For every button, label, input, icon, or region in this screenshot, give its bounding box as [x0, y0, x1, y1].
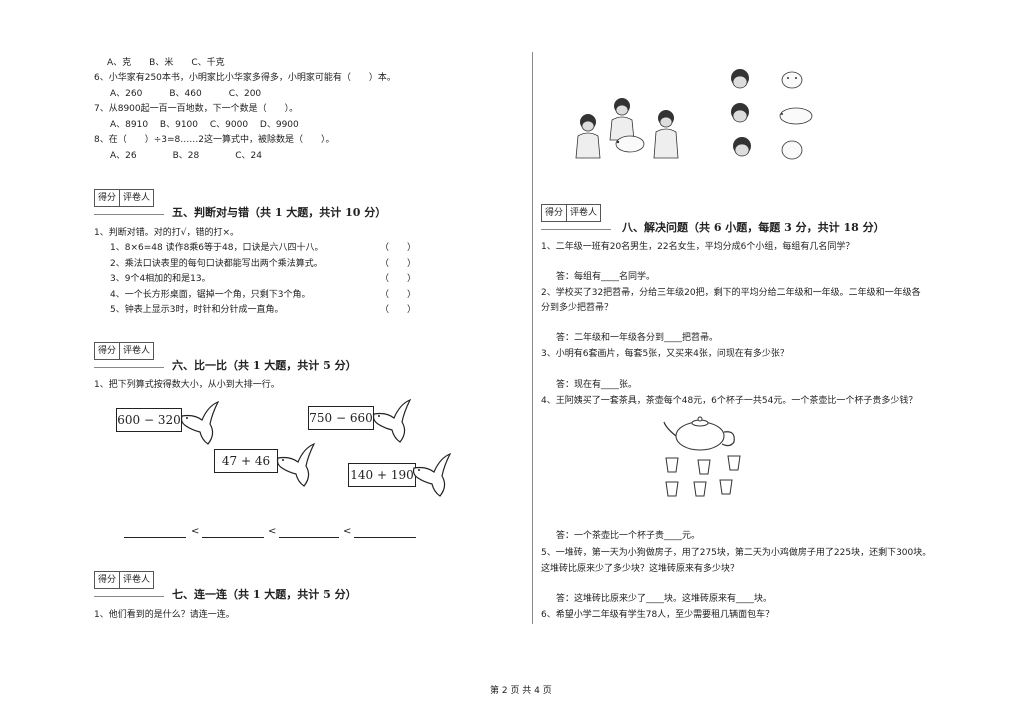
children-viewing-illustration [575, 69, 813, 160]
sec5-intro: 1、判断对错。对的打√，错的打×。 [94, 228, 240, 238]
page-footer: 第 2 页 共 4 页 [490, 686, 552, 696]
child-icon [575, 114, 601, 159]
answer-blank[interactable] [202, 537, 264, 538]
dove-icon [180, 400, 220, 445]
dove-icon [372, 398, 412, 443]
child-face-icon [733, 137, 751, 157]
score-label: 得分 [98, 193, 117, 203]
guinea-pig-icon [615, 135, 645, 153]
sec5-title: 五、判断对与错（共 1 大题，共计 10 分） [172, 206, 387, 219]
cup-icon [719, 479, 733, 495]
sec7-score-box: 得分 评卷人 [94, 571, 155, 589]
sec7-title: 七、连一连（共 1 大题，共计 5 分） [172, 588, 357, 601]
judgement-item: 1、8×6=48 读作8乘6等于48，口诀是六八四十八。 [110, 243, 324, 253]
expression-box: 600 − 320 [116, 408, 182, 432]
child-icon [653, 110, 679, 159]
q6-options: A、260 B、460 C、200 [110, 89, 262, 99]
sec8-a3: 答：现在有____张。 [556, 380, 638, 390]
sec8-q2-cont: 分到多少把苕帚？ [541, 303, 614, 313]
dove-icon [412, 452, 452, 497]
sec8-score-line [541, 229, 611, 230]
teapot-and-cups-illustration [663, 416, 741, 497]
cup-icon [727, 455, 741, 471]
answer-bracket[interactable]: （ ） [380, 289, 417, 300]
sec8-q6: 6、希望小学二年级有学生78人，至少需要租几辆面包车？ [541, 610, 775, 620]
answer-blank[interactable] [124, 537, 186, 538]
sec8-a4: 答：一个茶壶比一个杯子贵____元。 [556, 531, 701, 541]
guinea-pig-front-icon [781, 71, 803, 89]
child-icon [609, 98, 635, 141]
judgement-item: 5、钟表上显示3时，时针和分针成一直角。 [110, 305, 284, 315]
less-than-sign: < [191, 526, 200, 537]
sec6-intro: 1、把下列算式按得数大小，从小到大排一行。 [94, 380, 280, 390]
child-face-icon [731, 69, 749, 89]
sec8-a1: 答：每组有____名同学。 [556, 272, 656, 282]
dove-icon [276, 442, 316, 487]
q4-options: A、克 B、米 C、千克 [107, 58, 225, 68]
answer-bracket[interactable]: （ ） [380, 305, 417, 315]
q8-text: 8、在（ ）÷3=8……2这一算式中，被除数是（ ）。 [94, 135, 335, 145]
score-label: 得分 [98, 575, 117, 585]
sec8-q2: 2、学校买了32把苕帚，分给三年级20把，剩下的平均分给二年级和一年级。二年级和… [541, 288, 921, 298]
sec6-title: 六、比一比（共 1 大题，共计 5 分） [172, 359, 357, 372]
sec6-score-box: 得分 评卷人 [94, 342, 155, 360]
reviewer-label: 评卷人 [119, 343, 153, 359]
sec8-a5: 答：这堆砖比原来少了____块。这堆砖原来有____块。 [556, 594, 773, 604]
score-label: 得分 [98, 346, 117, 356]
judgement-item: 3、9个4相加的和是13。 [110, 274, 211, 284]
q7-options: A、8910 B、9100 C、9000 D、9900 [110, 120, 299, 130]
q6-text: 6、小华家有250本书，小明家比小华家多得多，小明家可能有（ ）本。 [94, 73, 396, 83]
sec8-q4: 4、王阿姨买了一套茶具，茶壶每个48元，6个杯子一共54元。一个茶壶比一个杯子贵… [541, 396, 918, 406]
judgement-item: 2、乘法口诀表里的每句口诀都能写出两个乘法算式。 [110, 258, 323, 269]
reviewer-label: 评卷人 [119, 190, 153, 206]
cup-icon [665, 457, 679, 473]
score-label: 得分 [545, 208, 564, 218]
answer-bracket[interactable]: （ ） [380, 258, 417, 269]
column-divider [532, 52, 533, 624]
reviewer-label: 评卷人 [119, 572, 153, 588]
cup-icon [665, 481, 679, 497]
expression-box: 750 − 660 [308, 406, 374, 430]
sec8-q5: 5、一堆砖，第一天为小狗做房子，用了275块，第二天为小鸡做房子用了225块，还… [541, 548, 932, 558]
sec7-score-line [94, 596, 164, 597]
sec7-intro: 1、他们看到的是什么？请连一连。 [94, 610, 235, 620]
child-face-icon [731, 103, 749, 123]
sec8-a2: 答：二年级和一年级各分到____把苕帚。 [556, 333, 719, 343]
q8-options: A、26 B、28 C、24 [110, 151, 262, 161]
sec6-score-line [94, 367, 164, 368]
sec8-q5-cont: 这堆砖比原来少了多少块？这堆砖原来有多少块？ [541, 564, 740, 574]
answer-blank[interactable] [279, 537, 339, 538]
guinea-pig-back-icon [781, 140, 803, 160]
sec5-score-line [94, 214, 164, 215]
expression-box: 47 + 46 [214, 449, 278, 473]
sec8-q1: 1、二年级一班有20名男生，22名女生，平均分成6个小组，每组有几名同学？ [541, 242, 855, 252]
q7-text: 7、从8900起一百一百地数，下一个数是（ ）。 [94, 104, 299, 114]
less-than-sign: < [343, 526, 352, 537]
sec8-title: 八、解决问题（共 6 小题，每题 3 分，共计 18 分） [622, 221, 885, 234]
cup-icon [693, 481, 707, 497]
less-than-sign: < [268, 526, 277, 537]
answer-blank[interactable] [354, 537, 416, 538]
sec8-score-box: 得分 评卷人 [541, 204, 602, 222]
guinea-pig-side-icon [779, 107, 813, 125]
cup-icon [697, 459, 711, 475]
sec5-score-box: 得分 评卷人 [94, 189, 155, 207]
answer-bracket[interactable]: （ ） [380, 243, 417, 253]
sec8-q3: 3、小明有6套画片，每套5张，又买来4张，问现在有多少张？ [541, 349, 789, 359]
expression-box: 140 + 190 [348, 463, 416, 487]
judgement-item: 4、一个长方形桌面，锯掉一个角，只剩下3个角。 [110, 289, 311, 300]
reviewer-label: 评卷人 [566, 205, 600, 221]
teapot-icon [663, 416, 735, 451]
answer-bracket[interactable]: （ ） [380, 274, 417, 284]
